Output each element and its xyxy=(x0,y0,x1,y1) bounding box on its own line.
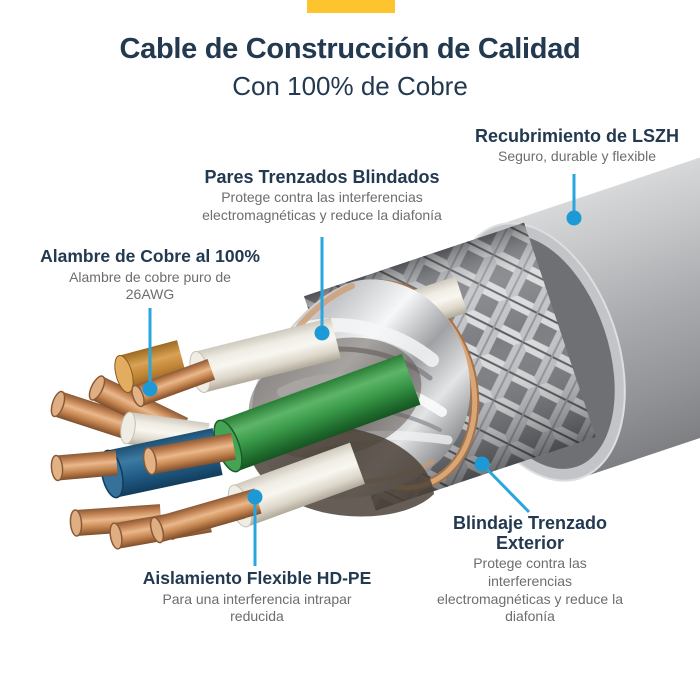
header: Cable de Construcción de Calidad Con 100… xyxy=(0,33,700,102)
callout-title: Aislamiento Flexible HD-PE xyxy=(142,568,372,588)
dot-recubrimiento xyxy=(566,210,582,226)
dot-aislamiento xyxy=(247,489,263,505)
callout-lines xyxy=(148,174,576,566)
callout-description: Protege contra las interferencias electr… xyxy=(437,555,623,625)
callout-description: Seguro, durable y flexible xyxy=(498,148,656,165)
callout-description: Alambre de cobre puro de 26AWG xyxy=(69,268,231,303)
brand-accent-bar xyxy=(307,0,395,13)
callout-title: Alambre de Cobre al 100% xyxy=(40,246,260,266)
callout-description: Para una interferencia intrapar reducida xyxy=(162,590,352,625)
copper-wire xyxy=(149,488,262,544)
copper-conductor xyxy=(50,450,118,482)
callout-description: Protege contra las interferencias electr… xyxy=(202,189,442,223)
callout-title: Blindaje Trenzado Exterior xyxy=(452,513,608,554)
callout-aislamiento: Aislamiento Flexible HD-PE Para una inte… xyxy=(132,568,382,626)
callout-alambre-cobre: Alambre de Cobre al 100% Alambre de cobr… xyxy=(35,246,265,304)
callout-recubrimiento: Recubrimiento de LSZH Seguro, durable y … xyxy=(447,126,700,166)
leader-blindaje xyxy=(480,462,531,514)
dot-blindaje xyxy=(474,456,490,472)
page-title: Cable de Construcción de Calidad xyxy=(119,33,581,65)
page-subtitle: Con 100% de Cobre xyxy=(232,71,468,101)
dot-alambre xyxy=(142,381,158,397)
callout-title: Recubrimiento de LSZH xyxy=(474,126,680,146)
callout-title: Pares Trenzados Blindados xyxy=(204,167,440,187)
callout-dots xyxy=(142,210,582,505)
callout-blindaje-trenzado: Blindaje Trenzado Exterior Protege contr… xyxy=(435,513,625,626)
copper-conductor xyxy=(142,432,237,476)
twisted-pair-wires xyxy=(50,317,421,550)
callout-pares-trenzados: Pares Trenzados Blindados Protege contra… xyxy=(192,167,452,224)
dot-pares xyxy=(314,325,330,341)
